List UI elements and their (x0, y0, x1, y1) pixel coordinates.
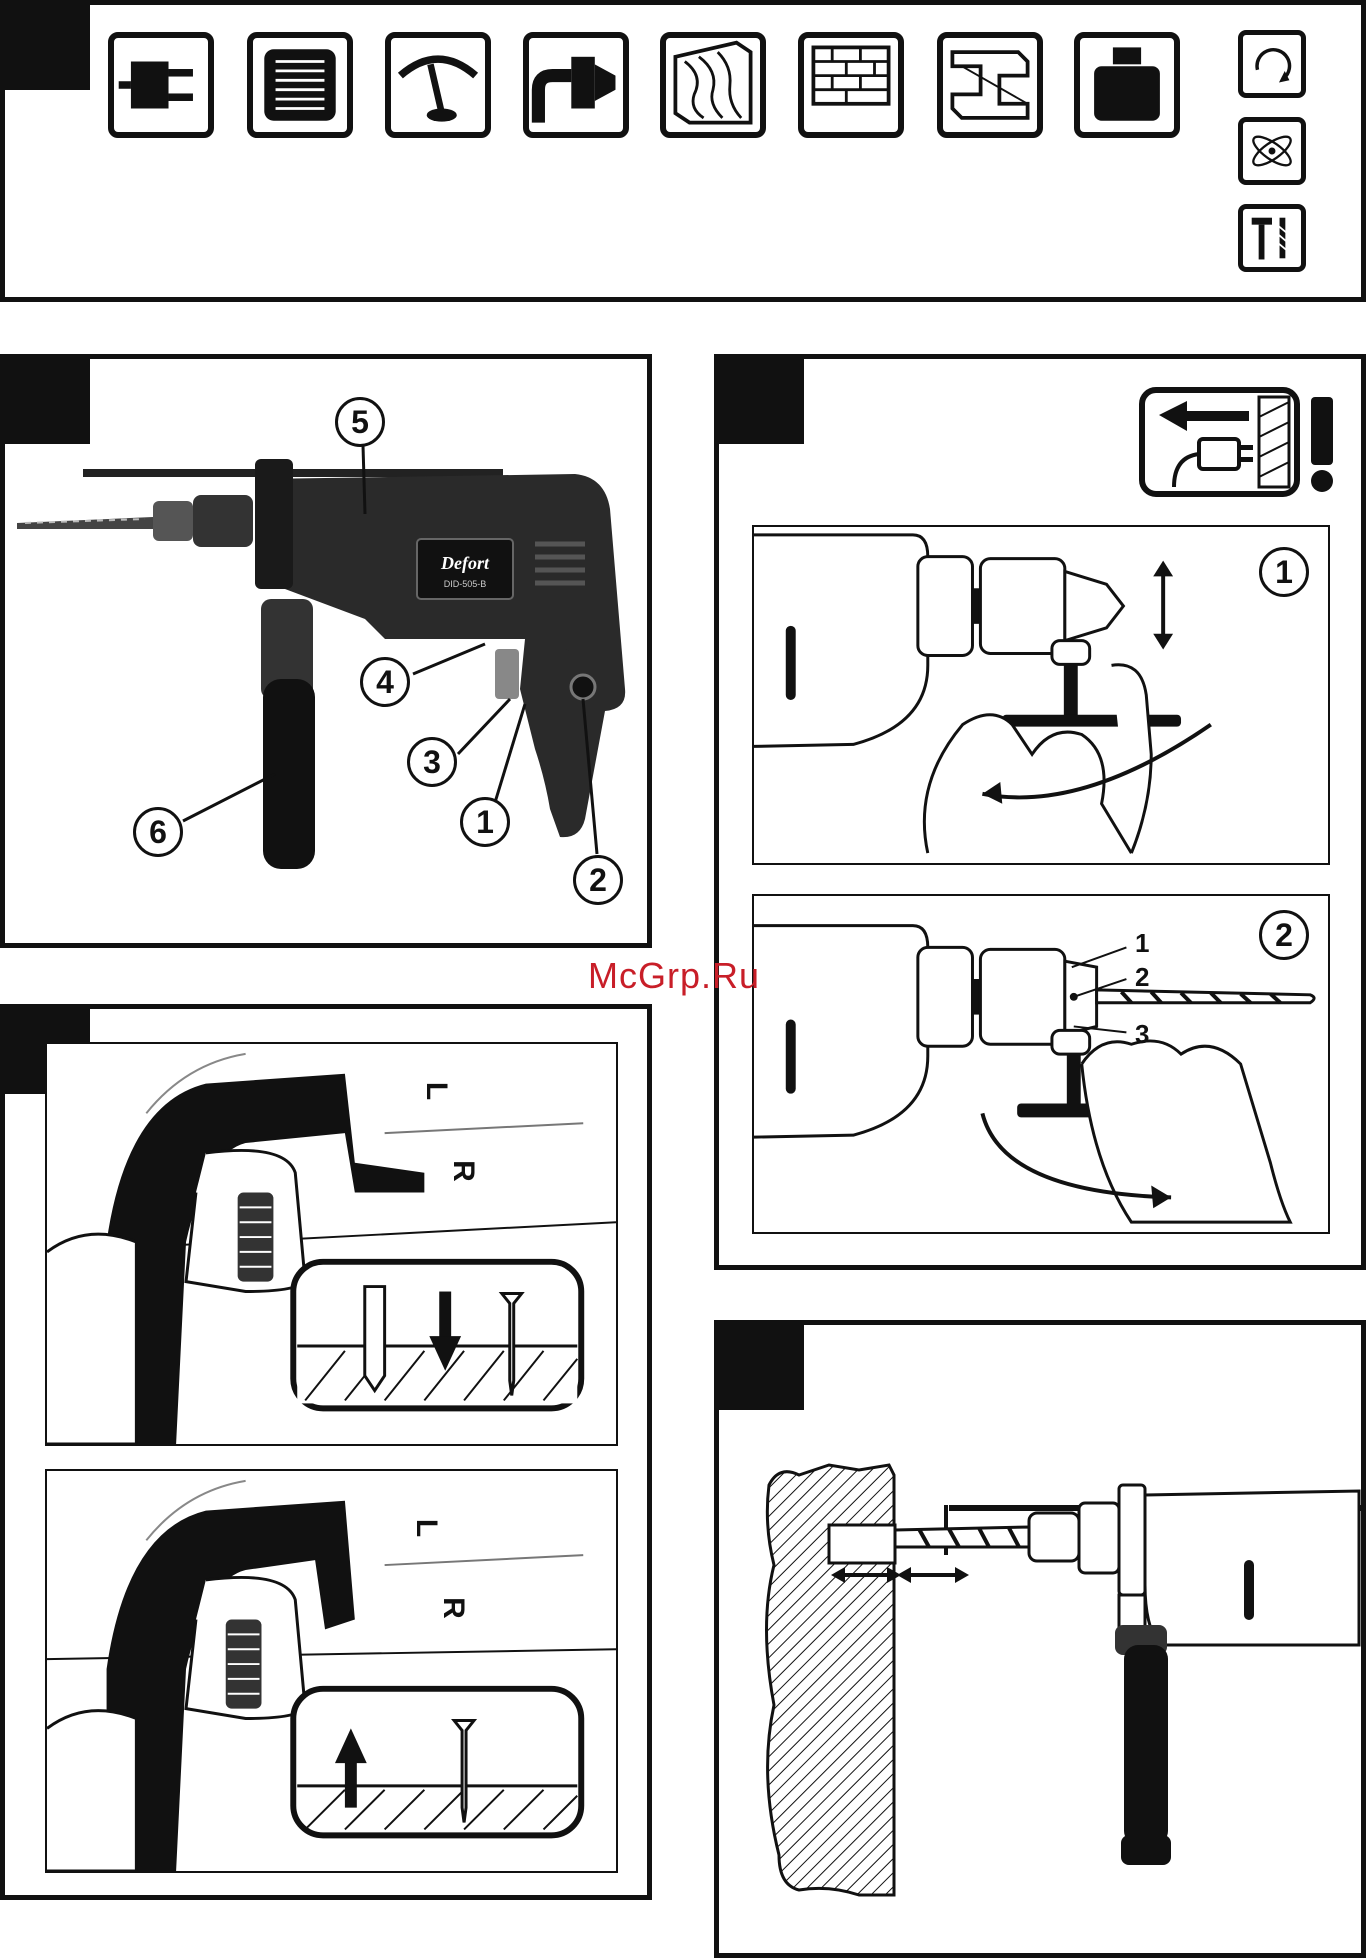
panel-marker (719, 359, 804, 444)
unplug-warning-icon (1139, 387, 1349, 497)
right-rotation-label: R (436, 1597, 470, 1619)
model-label: DID-505-B (444, 579, 487, 589)
callout-5: 5 (335, 397, 385, 447)
chuck-panel: 1 2 1 2 3 (714, 354, 1366, 1270)
drill-overview-panel: Defort DID-505-B 5 4 3 1 2 6 (0, 354, 652, 948)
chuck-part-3-label: 3 (1135, 1019, 1149, 1050)
wood-icon (660, 32, 766, 138)
brand-logo: Defort (440, 553, 490, 573)
callout-3: 3 (407, 737, 457, 787)
drill-illustration: Defort DID-505-B (5, 359, 647, 943)
panel-marker (5, 5, 90, 90)
chuck-part-2-label: 2 (1135, 962, 1149, 993)
icon-strip-panel (0, 0, 1366, 302)
callout-2: 2 (573, 855, 623, 905)
chuck-part-1-label: 1 (1135, 928, 1149, 959)
weight-icon (1074, 32, 1180, 138)
brick-icon (798, 32, 904, 138)
gauge-icon (385, 32, 491, 138)
right-rotation-label: R (446, 1160, 480, 1182)
left-rotation-label: L (419, 1082, 453, 1100)
left-rotation-label: L (409, 1519, 443, 1537)
callout-1: 1 (460, 797, 510, 847)
direction-panel: L R L R (0, 1004, 652, 1900)
rotation-icon (1238, 30, 1306, 98)
chuck-icon (523, 32, 629, 138)
depth-stop-panel (714, 1320, 1366, 1958)
callout-6: 6 (133, 807, 183, 857)
step-1-number: 1 (1259, 547, 1309, 597)
chuck-step-2: 2 1 2 3 (752, 894, 1330, 1234)
chuck-step-1: 1 (752, 525, 1330, 865)
direction-reverse-view: L R (45, 1469, 618, 1873)
steel-beam-icon (937, 32, 1043, 138)
plug-icon (108, 32, 214, 138)
motor-icon (247, 32, 353, 138)
watermark: McGrp.Ru (588, 955, 760, 997)
hammer-drill-icon (1238, 204, 1306, 272)
callout-4: 4 (360, 657, 410, 707)
depth-stop-illustration (719, 1325, 1361, 1953)
vibration-icon (1238, 117, 1306, 185)
step-2-number: 2 (1259, 910, 1309, 960)
direction-forward-view: L R (45, 1042, 618, 1446)
